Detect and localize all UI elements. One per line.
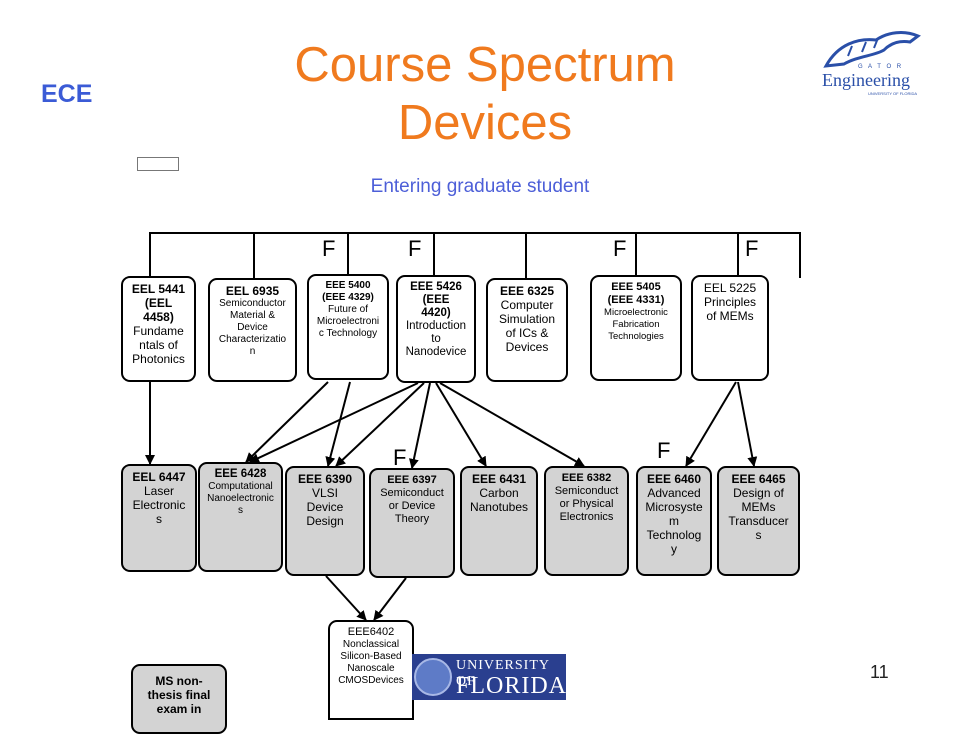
course-box-eee6325: EEE 6325 Computer Simulation of ICs & De…: [486, 278, 568, 382]
engineering-wordmark: Engineering: [822, 70, 910, 90]
arrow-6397-to-6402: [373, 577, 407, 621]
course-code: EEE 6390: [297, 472, 353, 486]
course-box-eel6935: EEL 6935 Semiconductor Material & Device…: [208, 278, 297, 382]
course-name: Future of Microelectroni c Technology: [316, 304, 380, 339]
flag-f-5426: F: [408, 236, 422, 261]
course-name: Nonclassical Silicon-Based Nanoscale CMO…: [338, 639, 404, 686]
course-box-eee5400: EEE 5400 (EEE 4329) Future of Microelect…: [307, 274, 389, 380]
arrow-5426-to-6390: [335, 382, 425, 467]
course-box-eee6397: EEE 6397 Semiconduct or Device Theory: [369, 468, 455, 578]
uf-small-wordmark: UNIVERSITY OF FLORIDA: [868, 91, 918, 96]
flag-f-5405: F: [613, 236, 627, 261]
course-name: Introduction to Nanodevice: [405, 320, 467, 358]
course-box-eee6402: EEE6402 Nonclassical Silicon-Based Nanos…: [328, 620, 414, 720]
course-code: EEE6402: [347, 626, 395, 638]
course-code: EEE 6428: [214, 468, 267, 480]
course-name: Principles of MEMs: [703, 295, 757, 323]
course-box-eee6390: EEE 6390 VLSI Device Design: [285, 466, 365, 576]
course-box-eee5405: EEE 5405 (EEE 4331) Microelectronic Fabr…: [590, 275, 682, 381]
course-box-eee6431: EEE 6431 Carbon Nanotubes: [460, 466, 538, 576]
course-code: EEE 5426 (EEE 4420): [410, 281, 462, 319]
slide-title: Course Spectrum Devices: [294, 38, 676, 150]
course-code: EEE 6382: [561, 472, 612, 484]
course-box-eee6382: EEE 6382 Semiconduct or Physical Electro…: [544, 466, 629, 576]
arrow-5400-to-6390: [325, 381, 351, 467]
course-code: EEE 5405 (EEE 4331): [607, 281, 665, 306]
arrow-5426-to-6382: [439, 382, 585, 467]
course-name: Advanced Microsyste m Technolog y: [645, 486, 703, 556]
entry-bracket: [149, 232, 801, 278]
course-name: Microelectronic Fabrication Technologies: [604, 307, 668, 342]
course-box-eee6428: EEE 6428 Computational Nanoelectronic s: [198, 462, 283, 572]
course-box-eee6460: EEE 6460 Advanced Microsyste m Technolog…: [636, 466, 712, 576]
course-box-eel6447: EEL 6447 Laser Electronic s: [121, 464, 197, 572]
course-name: Semiconduct or Physical Electronics: [554, 485, 619, 523]
flag-f-5225: F: [745, 236, 759, 261]
course-code: EEE 6325: [499, 284, 555, 298]
uf-logo-line2: FLORIDA: [456, 673, 568, 699]
course-code: EEL 6447: [132, 470, 186, 484]
course-name: Computational Nanoelectronic s: [207, 481, 274, 516]
course-box-eel5441: EEL 5441 (EEL 4458) Fundame ntals of Pho…: [121, 276, 196, 382]
arrow-5426-to-6428: [249, 382, 419, 463]
arrow-5225-to-6460: [685, 381, 737, 467]
course-code: EEE 5400 (EEE 4329): [322, 280, 374, 303]
course-name: Carbon Nanotubes: [469, 486, 529, 514]
course-code: EEE 6431: [471, 472, 527, 486]
course-code: EEL 5225: [703, 281, 757, 295]
arrow-5426-to-6431: [435, 382, 487, 467]
course-code: EEL 6935: [225, 284, 280, 298]
flag-f-5400: F: [322, 236, 336, 261]
course-name: VLSI Device Design: [306, 486, 344, 528]
course-name: Semiconduct or Device Theory: [380, 487, 444, 525]
slide-number: 11: [870, 662, 889, 682]
arrow-5400-to-6428: [245, 381, 329, 463]
uf-seal-icon: [414, 658, 452, 696]
ms-nonthesis-box: MS non- thesis final exam in: [131, 664, 227, 734]
course-box-eee6465: EEE 6465 Design of MEMs Transducer s: [717, 466, 800, 576]
course-name: Semiconductor Material & Device Characte…: [218, 298, 287, 357]
arrow-6390-to-6402: [325, 575, 367, 621]
course-name: Design of MEMs Transducer s: [728, 486, 789, 542]
department-label: ECE: [41, 80, 93, 108]
flag-f-6397: F: [393, 445, 407, 470]
gator-engineering-logo: [818, 26, 922, 98]
empty-placeholder-box: [137, 157, 179, 171]
course-code: EEL 5441 (EEL 4458): [131, 282, 186, 324]
arrow-5426-to-6397: [408, 382, 431, 469]
course-name: Fundame ntals of Photonics: [132, 324, 185, 366]
course-code: EEE 6465: [731, 472, 786, 486]
course-box-eee5426: EEE 5426 (EEE 4420) Introduction to Nano…: [396, 275, 476, 383]
flag-f-6460: F: [657, 438, 671, 463]
arrow-5225-to-6465: [737, 381, 758, 467]
course-box-eel5225: EEL 5225 Principles of MEMs: [691, 275, 769, 381]
course-name: Laser Electronic s: [132, 484, 186, 526]
uf-logo-line1: UNIVERSITY OF: [456, 658, 550, 689]
gator-icon: [823, 31, 921, 68]
course-code: EEE 6460: [646, 472, 702, 486]
gator-wordmark: G A T O R: [858, 64, 904, 70]
diagram-subtitle: Entering graduate student: [370, 176, 590, 197]
course-code: EEE 6397: [387, 474, 437, 486]
uf-logo: UNIVERSITY OF FLORIDA: [412, 654, 566, 700]
course-name: Computer Simulation of ICs & Devices: [498, 298, 556, 354]
